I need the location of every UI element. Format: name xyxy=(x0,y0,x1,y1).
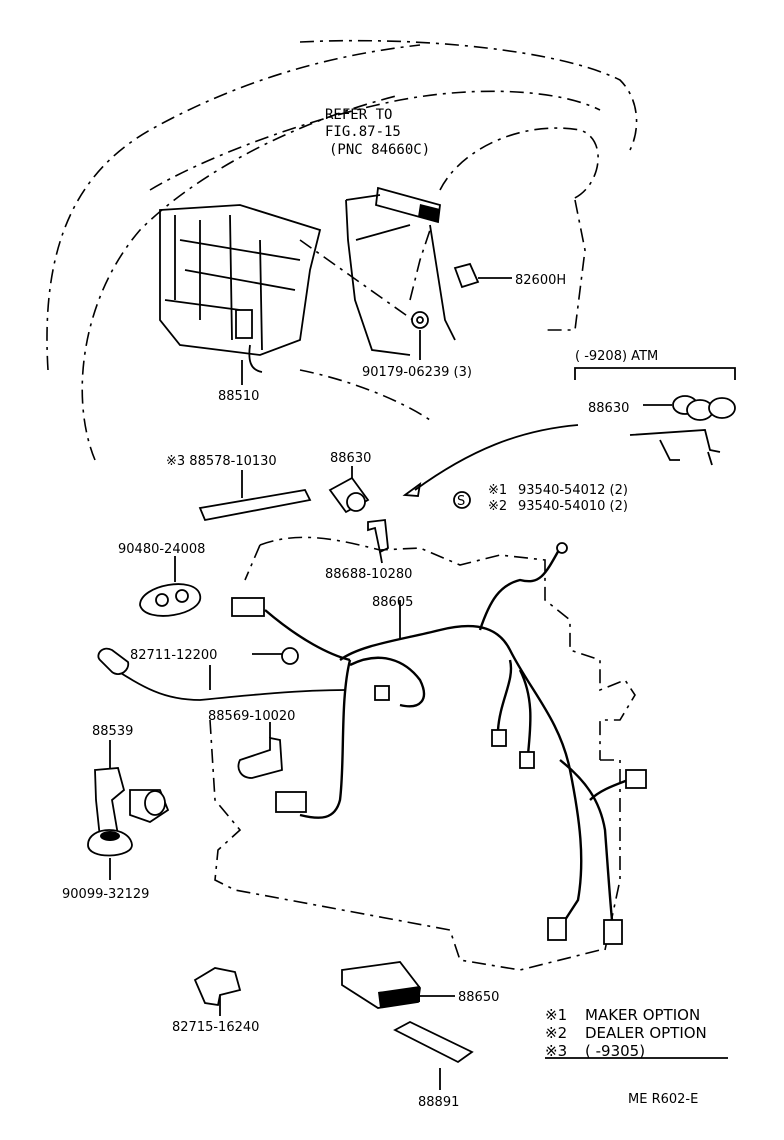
module-88650 xyxy=(341,961,455,1009)
s-line2-mark: ※2 xyxy=(488,499,507,514)
legend-text-2: DEALER OPTION xyxy=(585,1024,707,1042)
s-symbol xyxy=(453,491,471,509)
grommet-90099 xyxy=(87,829,133,880)
legend-text-1: MAKER OPTION xyxy=(585,1006,700,1024)
pad-88578 xyxy=(198,470,312,522)
label-88569: 88569-10020 xyxy=(208,709,295,724)
label-82711: 82711-12200 xyxy=(130,648,217,663)
label-88578: ※3 88578-10130 xyxy=(166,454,277,469)
sensor-88630 xyxy=(328,466,370,514)
label-90480: 90480-24008 xyxy=(118,542,205,557)
wire-harness-88605 xyxy=(97,542,647,945)
footer-code: ME R602-E xyxy=(628,1092,698,1107)
refer-note-line2: FIG.87-15 xyxy=(325,124,401,140)
label-88650: 88650 xyxy=(458,990,499,1005)
s-line1-mark: ※1 xyxy=(488,483,507,498)
label-90099: 90099-32129 xyxy=(62,887,149,902)
s-line1: 93540-54012 (2) xyxy=(518,483,628,498)
label-82715: 82715-16240 xyxy=(172,1020,259,1035)
label-88605: 88605 xyxy=(372,595,413,610)
grommet-90480 xyxy=(139,556,201,617)
label-88630: 88630 xyxy=(330,451,371,466)
atm-group xyxy=(402,367,736,497)
label-82600h: 82600H xyxy=(515,273,566,288)
clamp-82711 xyxy=(252,647,299,665)
label-88891: 88891 xyxy=(418,1095,459,1110)
s-line2: 93540-54010 (2) xyxy=(518,499,628,514)
bracket-88569 xyxy=(237,722,283,779)
amplifier-84660c xyxy=(345,186,456,356)
label-88630-atm: 88630 xyxy=(588,401,629,416)
dashboard-outline xyxy=(46,39,638,461)
label-88539: 88539 xyxy=(92,724,133,739)
s-symbol-letter: S xyxy=(457,494,465,509)
label-atm-header: ( -9208) ATM xyxy=(575,349,658,364)
label-88688: 88688-10280 xyxy=(325,567,412,582)
refer-note-line3: (PNC 84660C) xyxy=(329,142,430,158)
pad-88891 xyxy=(393,1020,474,1090)
legend-mark-1: ※1 xyxy=(545,1006,567,1024)
refer-note-line1: REFER TO xyxy=(325,107,392,123)
label-90179: 90179-06239 (3) xyxy=(362,365,472,380)
hose-88539 xyxy=(94,740,170,840)
nut-90179 xyxy=(411,311,429,360)
heater-unit-88510 xyxy=(159,204,322,373)
legend-mark-3: ※3 xyxy=(545,1042,567,1060)
clip-82715 xyxy=(193,967,242,1016)
label-88510: 88510 xyxy=(218,389,259,404)
legend-mark-2: ※2 xyxy=(545,1024,567,1042)
legend-text-3: ( -9305) xyxy=(585,1042,645,1060)
relay-82600h xyxy=(453,262,512,289)
bracket-88688 xyxy=(367,518,389,564)
